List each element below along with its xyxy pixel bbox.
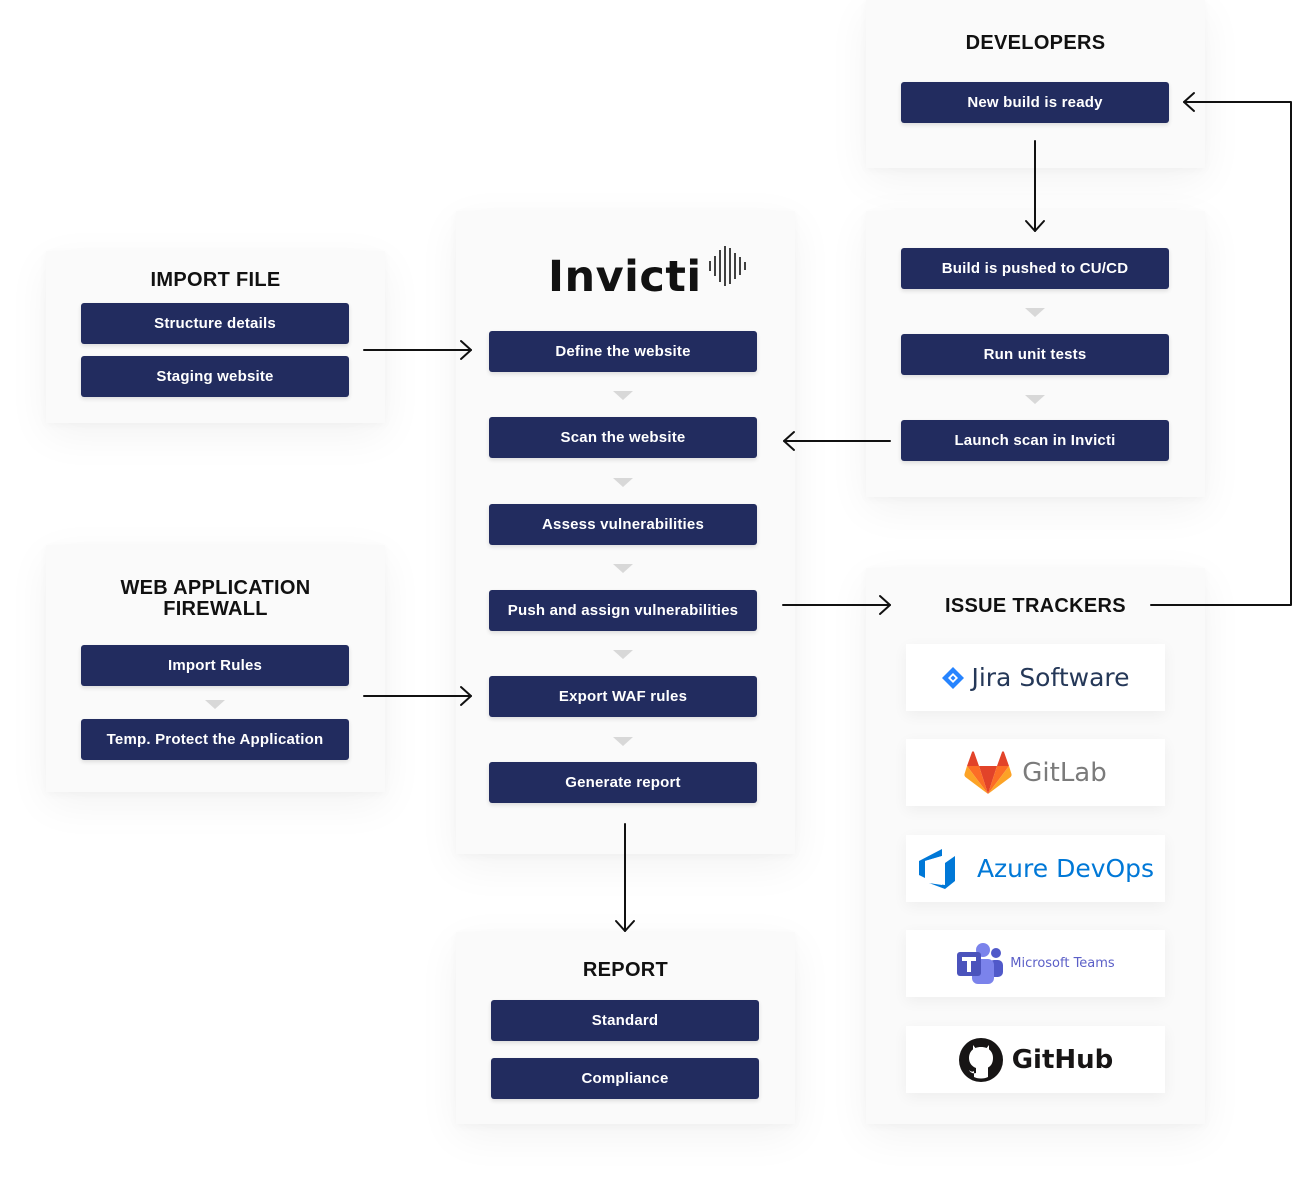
jira-label: Jira Software — [971, 663, 1130, 692]
invicti-logo: Invicti — [548, 246, 750, 302]
invicti-chevron-3 — [613, 564, 633, 573]
report-title: REPORT — [582, 959, 669, 981]
pipeline-chevron-2 — [1025, 395, 1045, 404]
teams-icon — [957, 942, 1004, 984]
compliance-button[interactable]: Compliance — [491, 1058, 759, 1099]
invicti-chevron-4 — [613, 650, 633, 659]
invicti-wave-icon — [708, 246, 746, 286]
waf-title-line2: FIREWALL — [163, 598, 268, 620]
import-rules-button[interactable]: Import Rules — [81, 645, 349, 686]
invicti-chevron-2 — [613, 478, 633, 487]
staging-website-button[interactable]: Staging website — [81, 356, 349, 397]
invicti-chevron-5 — [613, 737, 633, 746]
github-card[interactable]: GitHub — [906, 1026, 1165, 1093]
generate-report-button[interactable]: Generate report — [489, 762, 757, 803]
azure-devops-icon — [918, 848, 955, 889]
run-unit-tests-button[interactable]: Run unit tests — [901, 334, 1169, 375]
github-icon — [958, 1037, 1003, 1082]
jira-card[interactable]: Jira Software — [906, 644, 1165, 711]
jira-icon — [942, 666, 965, 689]
export-waf-rules-button[interactable]: Export WAF rules — [489, 676, 757, 717]
developers-title: DEVELOPERS — [965, 32, 1106, 54]
invicti-logo-text: Invicti — [548, 252, 702, 302]
invicti-chevron-1 — [613, 391, 633, 400]
pipeline-chevron-1 — [1025, 308, 1045, 317]
waf-title: WEB APPLICATION FIREWALL — [46, 578, 385, 620]
scan-website-button[interactable]: Scan the website — [489, 417, 757, 458]
import-file-title: IMPORT FILE — [150, 269, 281, 291]
azure-devops-label: Azure DevOps — [976, 854, 1155, 883]
gitlab-label: GitLab — [1022, 757, 1107, 788]
teams-card[interactable]: Microsoft Teams — [906, 930, 1165, 997]
build-pushed-button[interactable]: Build is pushed to CU/CD — [901, 248, 1169, 289]
assess-vulnerabilities-button[interactable]: Assess vulnerabilities — [489, 504, 757, 545]
teams-label: Microsoft Teams — [1010, 956, 1115, 971]
temp-protect-button[interactable]: Temp. Protect the Application — [81, 719, 349, 760]
gitlab-card[interactable]: GitLab — [906, 739, 1165, 806]
define-website-button[interactable]: Define the website — [489, 331, 757, 372]
push-assign-button[interactable]: Push and assign vulnerabilities — [489, 590, 757, 631]
standard-button[interactable]: Standard — [491, 1000, 759, 1041]
structure-details-button[interactable]: Structure details — [81, 303, 349, 344]
github-label: GitHub — [1011, 1044, 1114, 1075]
new-build-button[interactable]: New build is ready — [901, 82, 1169, 123]
arrow-trackers-to-newbuild — [1150, 101, 1292, 606]
azure-devops-card[interactable]: Azure DevOps — [906, 835, 1165, 902]
gitlab-icon — [964, 750, 1012, 794]
issue-trackers-title: ISSUE TRACKERS — [945, 595, 1126, 617]
launch-scan-button[interactable]: Launch scan in Invicti — [901, 420, 1169, 461]
waf-title-line1: WEB APPLICATION — [120, 577, 311, 599]
waf-chevron — [205, 700, 225, 709]
